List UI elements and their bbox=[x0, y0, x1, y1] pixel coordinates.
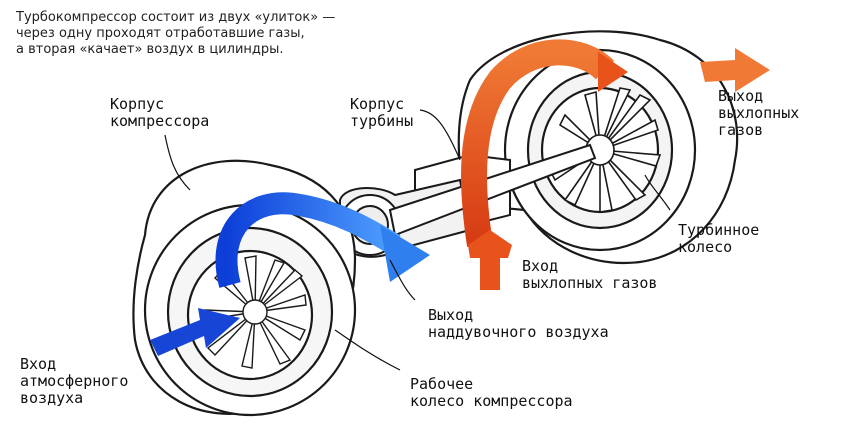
label-line: колесо bbox=[678, 238, 733, 256]
label-line: Вход bbox=[20, 355, 57, 373]
label-line: компрессора bbox=[110, 112, 210, 130]
label-turbine-housing: Корпус турбины bbox=[350, 96, 413, 130]
caption-line: а вторая «качает» воздух в цилиндры. bbox=[16, 42, 284, 57]
label-line: Турбинное bbox=[678, 221, 760, 239]
label-line: газов bbox=[718, 121, 764, 139]
caption-line: Турбокомпрессор состоит из двух «улиток»… bbox=[16, 10, 336, 25]
label-line: Вход bbox=[522, 257, 559, 275]
label-exhaust-outlet: Выход выхлопных газов bbox=[718, 88, 799, 139]
label-line: Корпус bbox=[110, 95, 165, 113]
label-line: атмосферного bbox=[20, 372, 129, 390]
label-line: турбины bbox=[350, 112, 414, 130]
label-exhaust-inlet: Вход выхлопных газов bbox=[522, 258, 657, 292]
caption: Турбокомпрессор состоит из двух «улиток»… bbox=[16, 10, 436, 58]
orange-arrow-icon bbox=[468, 230, 512, 290]
label-compressor-wheel: Рабочее колесо компрессора bbox=[410, 376, 573, 410]
label-line: Выход bbox=[718, 87, 764, 105]
label-line: Корпус bbox=[350, 95, 405, 113]
label-turbine-wheel: Турбинное колесо bbox=[678, 222, 759, 256]
label-line: Рабочее bbox=[410, 375, 474, 393]
exhaust-flow bbox=[461, 39, 770, 290]
label-line: наддувочного воздуха bbox=[428, 323, 609, 341]
air-flow bbox=[150, 192, 430, 356]
label-compressor-housing: Корпус компрессора bbox=[110, 96, 209, 130]
caption-line: через одну проходят отработавшие газы, bbox=[16, 26, 305, 41]
label-line: колесо компрессора bbox=[410, 392, 573, 410]
leader-lines bbox=[164, 109, 671, 371]
blue-arrow-icon bbox=[150, 308, 240, 356]
label-boost-outlet: Выход наддувочного воздуха bbox=[428, 307, 609, 341]
label-line: выхлопных газов bbox=[522, 274, 658, 292]
blue-arrow-icon bbox=[380, 225, 430, 282]
label-line: воздуха bbox=[20, 389, 84, 407]
label-air-inlet: Вход атмосферного воздуха bbox=[20, 356, 128, 407]
label-line: выхлопных bbox=[718, 104, 800, 122]
label-line: Выход bbox=[428, 306, 474, 324]
orange-arrow-icon bbox=[598, 52, 628, 92]
orange-arrow-icon bbox=[700, 48, 770, 92]
